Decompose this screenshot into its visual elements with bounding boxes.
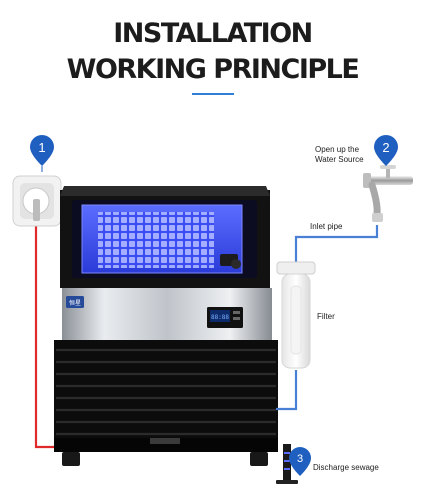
inlet-pipe-label: Inlet pipe	[310, 222, 343, 231]
step-1-number: 1	[38, 140, 45, 155]
faucet-icon	[363, 165, 413, 222]
step-2-marker: 2	[374, 135, 398, 166]
water-filter-icon	[276, 261, 316, 369]
step-2-label-line1: Open up the	[315, 145, 360, 154]
page-title-line2: WORKING PRINCIPLE	[66, 54, 360, 85]
ice-machine: 恒星 88:88	[54, 186, 278, 466]
brand-badge-text: 恒星	[69, 299, 81, 307]
water-pipe	[276, 225, 379, 411]
filter-label: Filter	[317, 312, 335, 321]
step-1-marker: 1	[30, 135, 54, 172]
step-3-number: 3	[297, 453, 303, 465]
drain-stand	[276, 444, 298, 484]
wall-socket-icon	[12, 175, 62, 227]
title-accent-rule	[192, 93, 234, 95]
discharge-sewage-label: Discharge sewage	[313, 463, 379, 472]
step-2-label-line2: Water Source	[315, 155, 364, 164]
step-2-number: 2	[382, 140, 389, 155]
display-readout: 88:88	[211, 314, 229, 321]
brand-badge	[66, 296, 84, 308]
step-3-marker: 3	[289, 447, 311, 476]
page-title-line1: INSTALLATION	[113, 18, 313, 49]
